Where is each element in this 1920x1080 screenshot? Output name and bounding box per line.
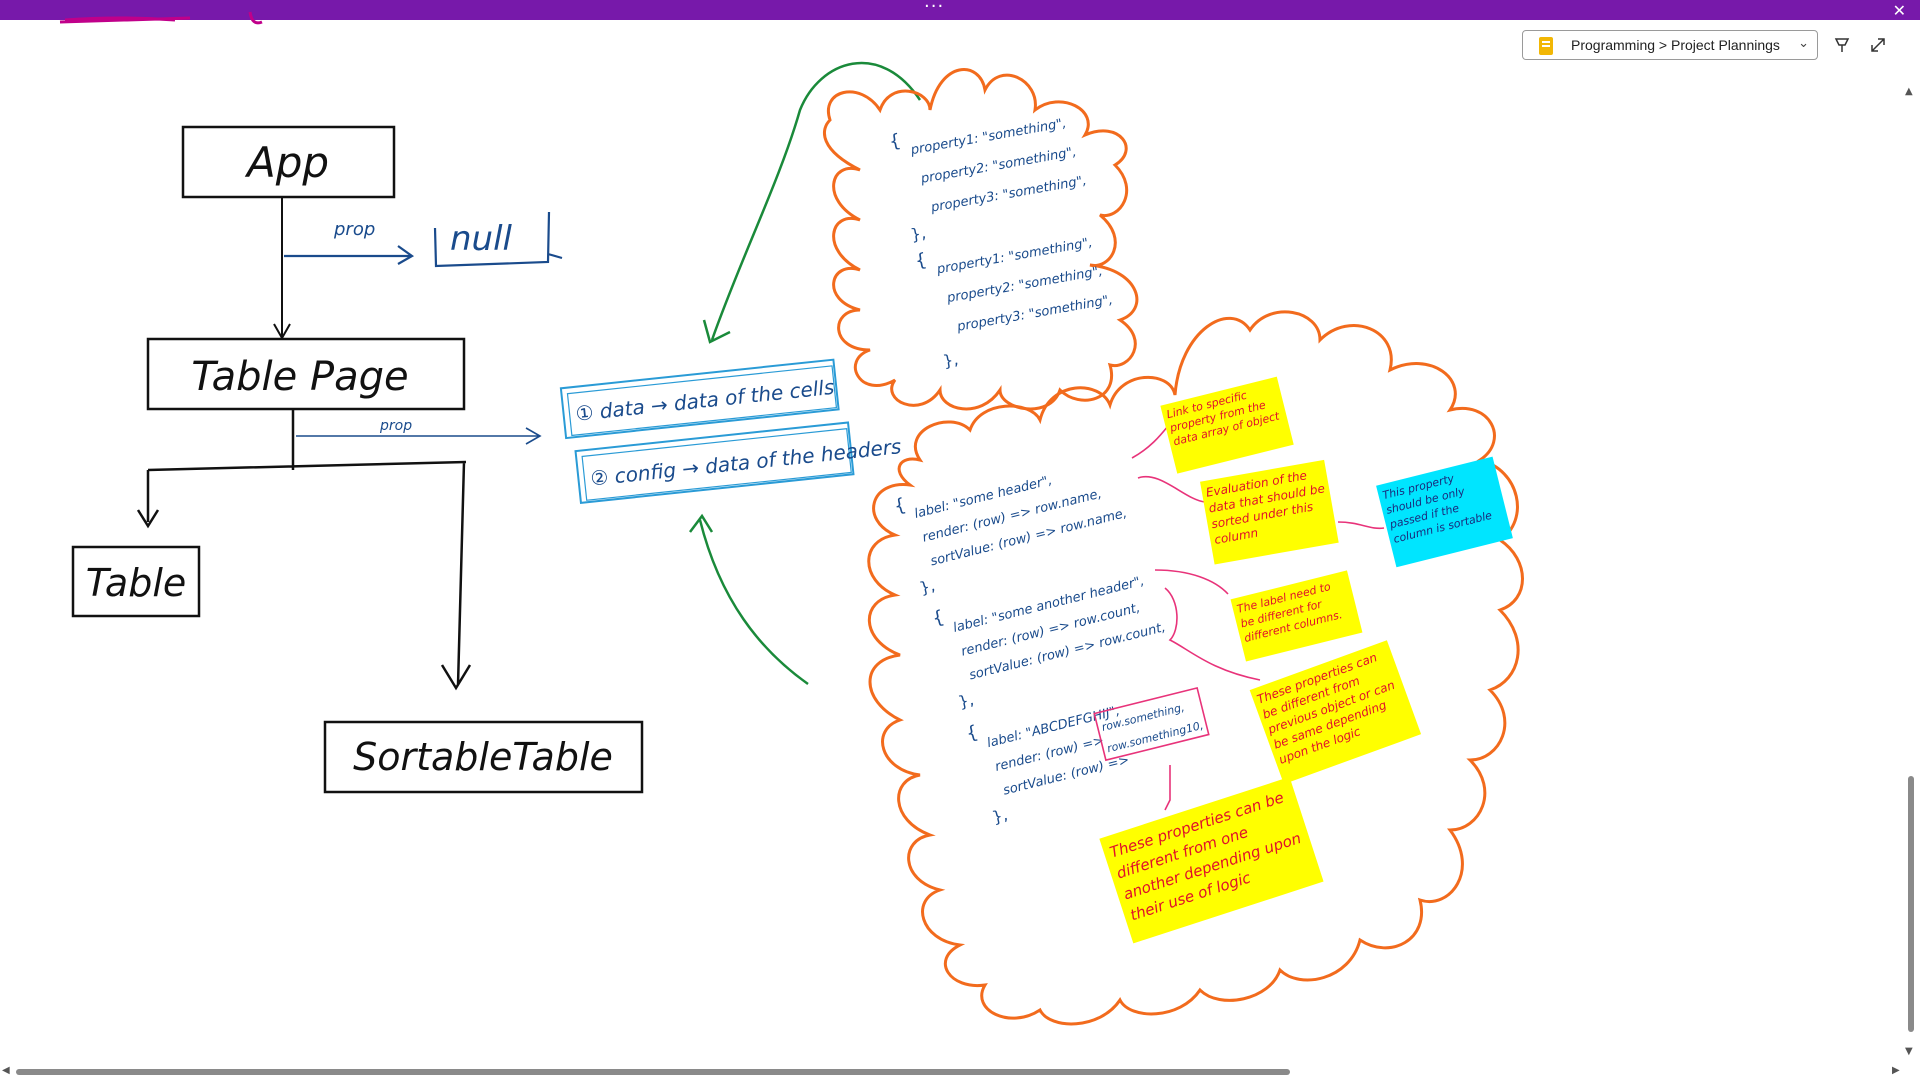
arrow-data-to-cloud [702, 61, 922, 344]
notebook-breadcrumb-dropdown[interactable]: Programming > Project Plannings ⌄ [1522, 30, 1818, 60]
expand-icon[interactable] [1868, 36, 1888, 56]
note-label: The label need to be different for diffe… [1230, 570, 1363, 662]
svg-text:{: { [930, 606, 946, 629]
svg-text:{: { [914, 249, 929, 272]
vertical-scrollbar[interactable]: ▲ ▼ [1904, 86, 1918, 1057]
note-cyan: This property should be only passed if t… [1376, 456, 1513, 568]
props-box: ① data → data of the cells ② config → da… [559, 358, 902, 504]
node-table-page-label: Table Page [191, 354, 408, 400]
note-cyan-text: This property should be only passed if t… [1381, 471, 1494, 546]
svg-text:{: { [892, 494, 908, 517]
note-bottom: These properties can be different from o… [1099, 776, 1324, 944]
data-cloud-text: { property1: "something", property2: "so… [887, 116, 1114, 371]
vertical-scroll-thumb[interactable] [1908, 776, 1914, 1032]
node-sortable-table: SortableTable [323, 720, 644, 794]
pin-icon[interactable] [1832, 36, 1852, 56]
node-table-page: Table Page [146, 337, 466, 411]
boxed-render-values [1093, 686, 1210, 762]
pink-connector-arrows [1131, 425, 1385, 811]
note-label-text: The label need to be different for diffe… [1235, 580, 1344, 646]
edge-label-prop-top: prop [333, 219, 375, 240]
chevron-down-icon: ⌄ [1798, 36, 1809, 51]
data-cloud [822, 68, 1139, 411]
note-eval: Evaluation of the data that should be so… [1200, 459, 1339, 565]
config-cloud-text: { label: "some header", render: (row) =>… [892, 473, 1210, 827]
svg-text:},: }, [941, 349, 959, 370]
horizontal-scroll-thumb[interactable] [16, 1069, 1290, 1075]
node-app-label: App [244, 138, 329, 187]
node-null: null [433, 211, 563, 268]
config-cloud [867, 310, 1524, 1026]
svg-text:},: }, [909, 223, 927, 244]
note-props: These properties can be different from p… [1249, 640, 1422, 785]
node-app: App [181, 125, 396, 199]
close-icon[interactable]: ✕ [1892, 1, 1906, 20]
notebook-icon [1539, 37, 1553, 55]
scroll-down-icon[interactable]: ▼ [1905, 1046, 1913, 1057]
ink-canvas[interactable]: App prop null Table Page prop Table Sort… [0, 0, 1904, 1064]
node-table-label: Table [86, 561, 187, 605]
note-props-text: These properties can be different from p… [1255, 650, 1397, 767]
svg-text:},: }, [918, 576, 937, 598]
scroll-up-icon[interactable]: ▲ [1905, 86, 1913, 97]
node-table: Table [71, 545, 201, 618]
svg-text:{: { [964, 722, 980, 745]
arrow-config-to-cloud [689, 513, 809, 686]
title-bar: ··· ✕ [0, 0, 1920, 20]
svg-text:{: { [887, 130, 902, 153]
node-null-label: null [450, 219, 513, 259]
note-eval-text: Evaluation of the data that should be so… [1204, 468, 1326, 548]
note-bottom-text: These properties can be different from o… [1107, 788, 1304, 925]
svg-text:},: }, [990, 805, 1009, 827]
edge-tablepage-children [136, 409, 472, 691]
note-link-text: Link to specific property from the data … [1165, 388, 1281, 449]
scroll-left-icon[interactable]: ◀ [2, 1065, 10, 1076]
scroll-right-icon[interactable]: ▶ [1892, 1065, 1900, 1076]
edge-label-prop-mid: prop [379, 418, 412, 434]
horizontal-scrollbar[interactable]: ◀ ▶ [0, 1064, 1904, 1080]
more-options-icon[interactable]: ··· [924, 0, 945, 17]
props-config-line: ② config → data of the headers [589, 434, 902, 491]
svg-text:},: }, [956, 690, 975, 712]
edge-prop-null [284, 245, 415, 265]
edge-prop-propsbox [296, 427, 542, 445]
breadcrumb-text: Programming > Project Plannings [1571, 37, 1780, 53]
node-sortable-table-label: SortableTable [353, 735, 613, 779]
note-link: Link to specific property from the data … [1160, 376, 1294, 474]
partial-ink-scribble [59, 16, 191, 24]
edge-app-tablepage [273, 197, 291, 341]
